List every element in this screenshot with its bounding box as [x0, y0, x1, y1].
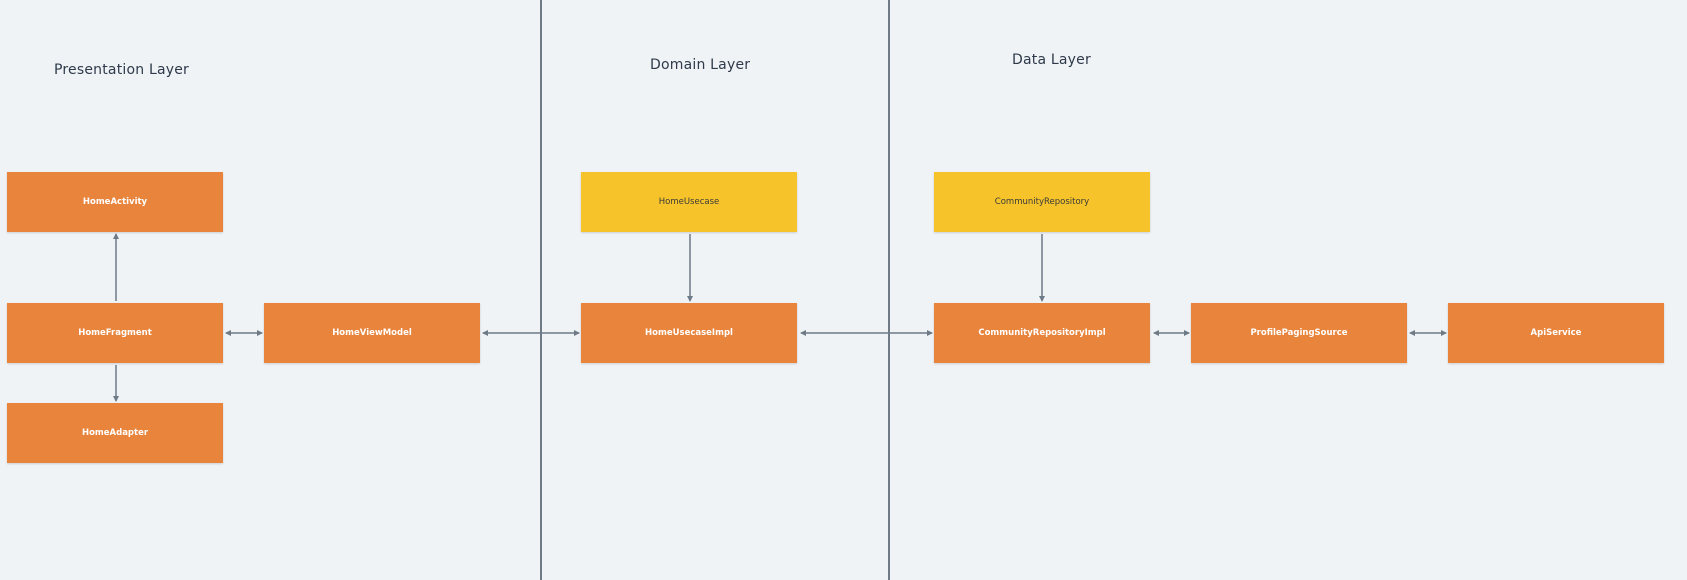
home-fragment-node[interactable]: HomeFragment [7, 303, 223, 363]
home-usecase-impl-node[interactable]: HomeUsecaseImpl [581, 303, 797, 363]
domain-layer-title: Domain Layer [650, 57, 751, 73]
home-adapter-node[interactable]: HomeAdapter [7, 403, 223, 463]
api-service-node[interactable]: ApiService [1448, 303, 1664, 363]
home-usecase-node[interactable]: HomeUsecase [581, 172, 797, 232]
community-repository-impl-node[interactable]: CommunityRepositoryImpl [934, 303, 1150, 363]
presentation-layer-title: Presentation Layer [54, 62, 190, 78]
home-activity-node[interactable]: HomeActivity [7, 172, 223, 232]
domain-data-divider [888, 0, 890, 580]
data-layer-title: Data Layer [1012, 52, 1091, 68]
home-view-model-node[interactable]: HomeViewModel [264, 303, 480, 363]
profile-paging-source-node[interactable]: ProfilePagingSource [1191, 303, 1407, 363]
community-repository-node[interactable]: CommunityRepository [934, 172, 1150, 232]
presentation-domain-divider [540, 0, 542, 580]
